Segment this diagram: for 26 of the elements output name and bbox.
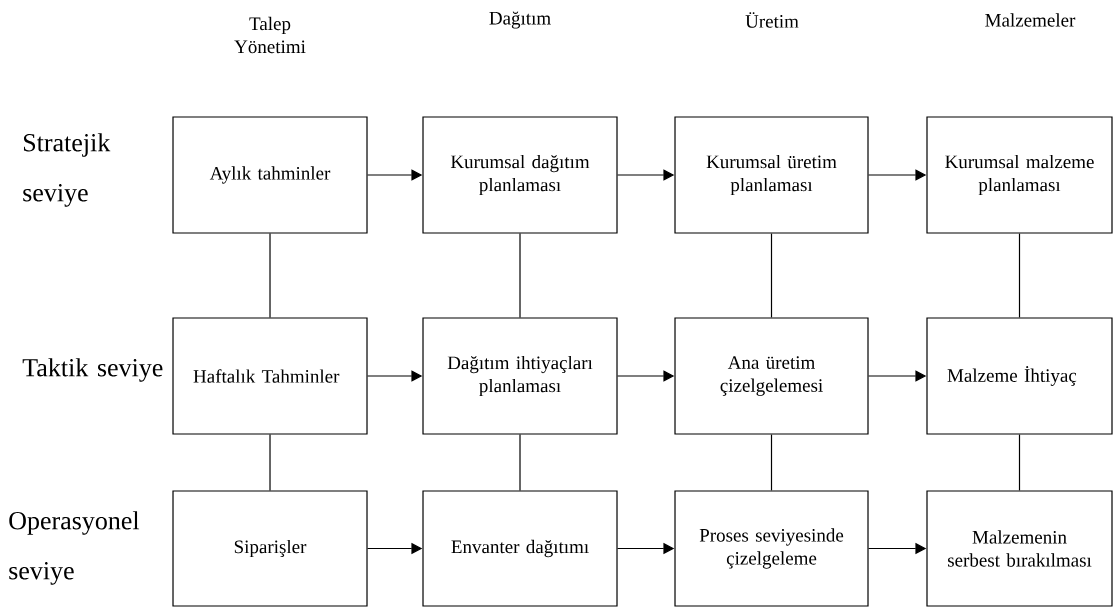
process-box: Ana üretim çizelgelemesi: [674, 317, 869, 435]
process-box: Kurumsal malzeme planlaması: [926, 116, 1113, 234]
process-box: Kurumsal üretim planlaması: [674, 116, 869, 234]
column-heading: Malzemeler: [985, 13, 1076, 27]
row-label: Operasyonel seviye: [9, 511, 140, 585]
column-heading: Dağıtım: [489, 11, 551, 29]
connector-line: [269, 434, 271, 491]
process-box: Kurumsal dağıtım planlaması: [422, 116, 618, 234]
column-heading: Talep Yönetimi: [234, 16, 306, 54]
process-box: Aylık tahminler: [172, 116, 368, 234]
row-label: Stratejik seviye: [23, 133, 111, 207]
connector-line: [519, 233, 521, 318]
connector-line: [1018, 233, 1021, 318]
process-box: Proses seviyesinde çizelgeleme: [674, 490, 869, 607]
process-box: Malzemenin serbest bırakılması: [926, 490, 1113, 607]
process-box: Siparişler: [172, 490, 368, 607]
process-box: Malzeme İhtiyaç: [926, 317, 1113, 435]
process-box: Envanter dağıtımı: [422, 490, 618, 607]
connector-line: [519, 434, 521, 491]
connector-line: [1018, 434, 1021, 491]
process-box: Haftalık Tahminler: [172, 317, 368, 435]
connector-line: [770, 434, 773, 491]
connector-line: [269, 233, 271, 318]
connector-line: [770, 233, 773, 318]
process-box: Dağıtım ihtiyaçları planlaması: [422, 317, 618, 435]
column-heading: Üretim: [745, 12, 799, 28]
